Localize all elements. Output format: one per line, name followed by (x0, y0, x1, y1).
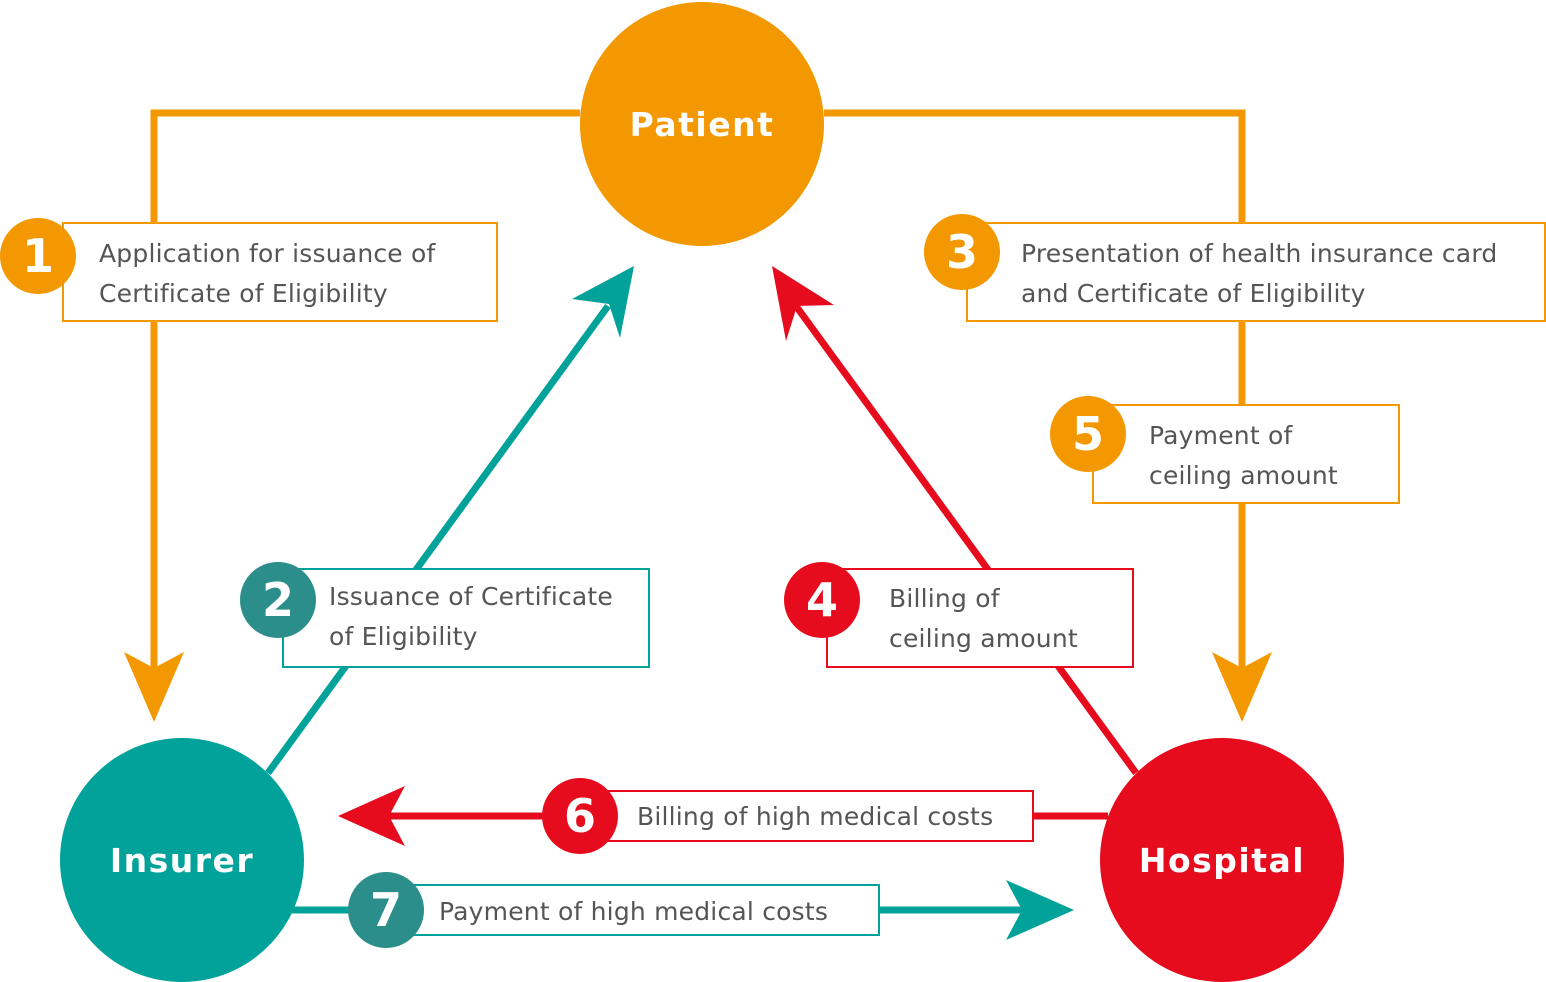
step-4-number-badge: 4 (784, 562, 860, 638)
node-label: Insurer (109, 840, 255, 880)
step-number: 7 (369, 883, 402, 937)
step-5-number-badge: 5 (1050, 396, 1126, 472)
node-patient: Patient (580, 2, 824, 246)
connector-line (150, 109, 580, 690)
step-label: Presentation of health insurance card an… (1021, 239, 1498, 308)
arrowhead (124, 652, 184, 722)
connector-line (793, 303, 1139, 776)
arrowhead (338, 786, 405, 846)
step-number: 6 (563, 789, 596, 843)
step-5-box: Payment of ceiling amount (1092, 404, 1400, 504)
step-label: Billing of ceiling amount (889, 584, 1078, 653)
step-7-box: Payment of high medical costs (400, 884, 880, 936)
arrowhead (572, 266, 634, 338)
step-7-number-badge: 7 (348, 872, 424, 948)
step-label: Issuance of Certificate of Eligibility (329, 582, 614, 651)
connector-hospital-to-patient (772, 266, 1139, 776)
step-3-number-badge: 3 (924, 214, 1000, 290)
step-label: Billing of high medical costs (637, 802, 994, 831)
arrowhead (772, 266, 834, 341)
node-label: Patient (629, 104, 775, 144)
arrowhead (1212, 652, 1272, 722)
connector-patient-to-insurer (124, 109, 580, 722)
arrowhead (1006, 880, 1074, 940)
step-number: 2 (261, 573, 294, 627)
step-2-number-badge: 2 (240, 562, 316, 638)
step-4-box: Billing of ceiling amount (826, 568, 1134, 668)
node-insurer: Insurer (60, 738, 304, 982)
node-label: Hospital (1138, 840, 1306, 880)
step-3-box: Presentation of health insurance card an… (966, 222, 1546, 322)
step-1-number-badge: 1 (0, 218, 76, 294)
step-label: Application for issuance of Certificate … (99, 239, 436, 308)
step-number: 5 (1071, 407, 1104, 461)
step-number: 4 (805, 573, 838, 627)
step-number: 3 (945, 225, 978, 279)
step-6-number-badge: 6 (542, 778, 618, 854)
step-1-box: Application for issuance of Certificate … (62, 222, 498, 322)
step-6-box: Billing of high medical costs (600, 790, 1034, 842)
connector-line (265, 303, 611, 776)
step-label: Payment of ceiling amount (1149, 421, 1338, 490)
connector-insurer-to-patient (265, 266, 634, 776)
step-label: Payment of high medical costs (439, 897, 829, 926)
node-hospital: Hospital (1100, 738, 1344, 982)
step-number: 1 (21, 229, 54, 283)
step-2-box: Issuance of Certificate of Eligibility (282, 568, 650, 668)
